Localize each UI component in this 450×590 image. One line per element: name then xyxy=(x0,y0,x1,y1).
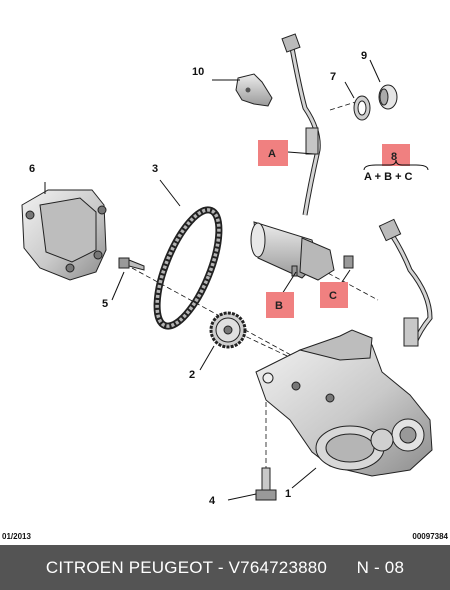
label-c: C xyxy=(329,290,337,302)
leader-4 xyxy=(227,493,257,501)
callout-10: 10 xyxy=(192,66,204,78)
leader-3 xyxy=(159,179,181,207)
callout-5: 5 xyxy=(102,298,108,310)
leader-5 xyxy=(111,271,125,301)
footer-bar: CITROEN PEUGEOT - V764723880 N - 08 xyxy=(0,545,450,590)
exploded-parts-diagram: 6 3 5 2 10 7 9 4 1 A B C 8 A + B + C xyxy=(21,33,433,507)
part-6-cover xyxy=(21,189,107,281)
callout-6: 6 xyxy=(29,163,35,175)
footer-caption: CITROEN PEUGEOT - V764723880 N - 08 xyxy=(45,557,405,577)
label-b: B xyxy=(275,300,283,312)
suction-pipe-right xyxy=(378,218,433,347)
date-code: 01/2013 xyxy=(2,532,31,541)
leader-a xyxy=(287,151,315,155)
callout-1: 1 xyxy=(285,488,291,500)
part-10-bracket xyxy=(235,73,273,107)
label-a: A xyxy=(268,148,276,160)
callout-9: 9 xyxy=(361,50,367,62)
leader-7 xyxy=(344,81,355,99)
callout-7: 7 xyxy=(330,71,336,83)
callout-2: 2 xyxy=(189,369,195,381)
formula-brace xyxy=(363,159,429,171)
label-box-b: B xyxy=(266,292,294,318)
part-5-bolt xyxy=(118,257,145,271)
part-1-oil-pump xyxy=(255,329,433,477)
leader-b xyxy=(281,271,297,295)
part-2-sprocket xyxy=(209,311,247,349)
solenoid-valve xyxy=(250,221,354,281)
leader-1 xyxy=(291,467,317,489)
label-box-a: A xyxy=(258,140,288,166)
part-9-cap xyxy=(378,84,398,110)
callout-4: 4 xyxy=(209,495,216,507)
callout-3: 3 xyxy=(152,163,158,175)
label-box-8: 8 xyxy=(382,144,410,166)
part-4-bolt xyxy=(255,467,277,501)
leader-9 xyxy=(369,59,381,83)
suction-pipe-upper xyxy=(281,33,321,216)
formula-text: A + B + C xyxy=(364,171,413,183)
part-7-seal xyxy=(353,95,371,121)
callout-8: 8 xyxy=(391,151,397,163)
reference-code: 00097384 xyxy=(412,532,448,541)
assembly-line-valve xyxy=(299,257,379,301)
part-3-chain xyxy=(153,206,223,330)
leader-2 xyxy=(199,345,215,371)
label-box-c: C xyxy=(320,282,348,308)
